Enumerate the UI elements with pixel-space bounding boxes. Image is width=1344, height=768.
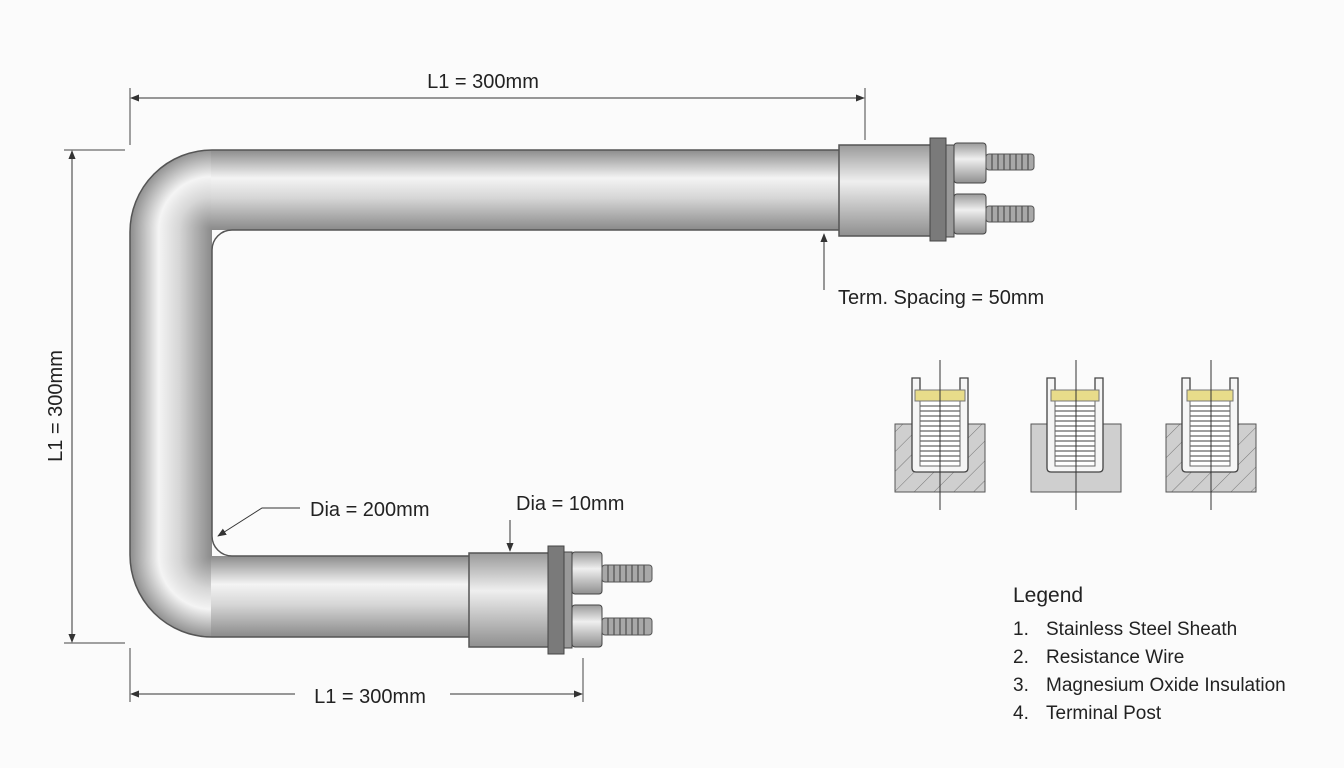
legend-title: Legend bbox=[1013, 584, 1084, 607]
terminal-fitting bbox=[838, 144, 932, 237]
bottom-bend bbox=[130, 555, 212, 637]
top-tube bbox=[211, 150, 841, 230]
legend-item: 2. Resistance Wire bbox=[1013, 644, 1333, 672]
vertical-tube bbox=[130, 231, 212, 557]
resistance-coil bbox=[1055, 405, 1095, 462]
legend-item: 1. Stainless Steel Sheath bbox=[1013, 616, 1333, 644]
terminal-post bbox=[985, 205, 1035, 223]
terminal-post bbox=[985, 153, 1035, 171]
heater-tube bbox=[129, 149, 841, 638]
legend-item: 3. Magnesium Oxide Insulation bbox=[1013, 672, 1333, 700]
bend-diameter-label: Dia = 200mm bbox=[310, 499, 430, 521]
top-bend bbox=[130, 150, 212, 232]
legend-list: 1. Stainless Steel Sheath 2. Resistance Wi… bbox=[1013, 616, 1333, 728]
terminal-post bbox=[601, 564, 653, 583]
tube-outer-outline bbox=[129, 149, 841, 638]
legend-item-number: 4. bbox=[1013, 703, 1029, 724]
tube-diameter-label: Dia = 10mm bbox=[516, 493, 624, 515]
washer bbox=[563, 551, 573, 649]
cross-section-2 bbox=[1030, 360, 1122, 510]
resistance-coil bbox=[1190, 405, 1230, 462]
insulation-cap bbox=[1050, 389, 1100, 402]
dimension-bend-diameter: Dia = 200mm bbox=[217, 499, 430, 537]
legend-item-label: Resistance Wire bbox=[1046, 647, 1185, 668]
nut bbox=[953, 193, 987, 235]
legend-item-number: 2. bbox=[1013, 647, 1029, 668]
dimension-tube-diameter: Dia = 10mm bbox=[506, 493, 624, 552]
dimension-side: L1 = 300mm bbox=[45, 149, 125, 644]
legend-item-label: Magnesium Oxide Insulation bbox=[1046, 675, 1286, 696]
bottom-tube bbox=[211, 556, 471, 637]
top-length-label: L1 = 300mm bbox=[427, 71, 539, 93]
bottom-length-label: L1 = 300mm bbox=[314, 686, 426, 708]
nut bbox=[953, 142, 987, 184]
terminal-post bbox=[601, 617, 653, 636]
legend-item-label: Terminal Post bbox=[1046, 703, 1162, 724]
cross-section-1 bbox=[894, 360, 986, 510]
nut bbox=[571, 551, 603, 595]
terminal-fitting bbox=[468, 552, 550, 648]
dimension-terminal-spacing: Term. Spacing = 50mm bbox=[820, 233, 1044, 309]
cross-section-3 bbox=[1165, 360, 1257, 510]
terminal-bottom bbox=[468, 545, 653, 655]
side-length-label: L1 = 300mm bbox=[45, 350, 67, 462]
flange bbox=[929, 137, 947, 242]
legend: Legend 1. Stainless Steel Sheath 2. Resist… bbox=[1013, 584, 1333, 728]
legend-item-number: 1. bbox=[1013, 619, 1029, 640]
nut bbox=[571, 604, 603, 648]
insulation-cap bbox=[1186, 389, 1234, 402]
tube-inner-outline bbox=[211, 229, 841, 557]
dimension-top: L1 = 300mm bbox=[129, 71, 866, 145]
terminal-top bbox=[838, 137, 1035, 242]
washer bbox=[945, 144, 955, 238]
legend-item-number: 3. bbox=[1013, 675, 1029, 696]
terminal-spacing-label: Term. Spacing = 50mm bbox=[838, 287, 1044, 309]
flange bbox=[547, 545, 565, 655]
dimension-bottom: L1 = 300mm bbox=[129, 648, 584, 708]
legend-item: 4. Terminal Post bbox=[1013, 700, 1333, 728]
legend-item-label: Stainless Steel Sheath bbox=[1046, 619, 1238, 640]
